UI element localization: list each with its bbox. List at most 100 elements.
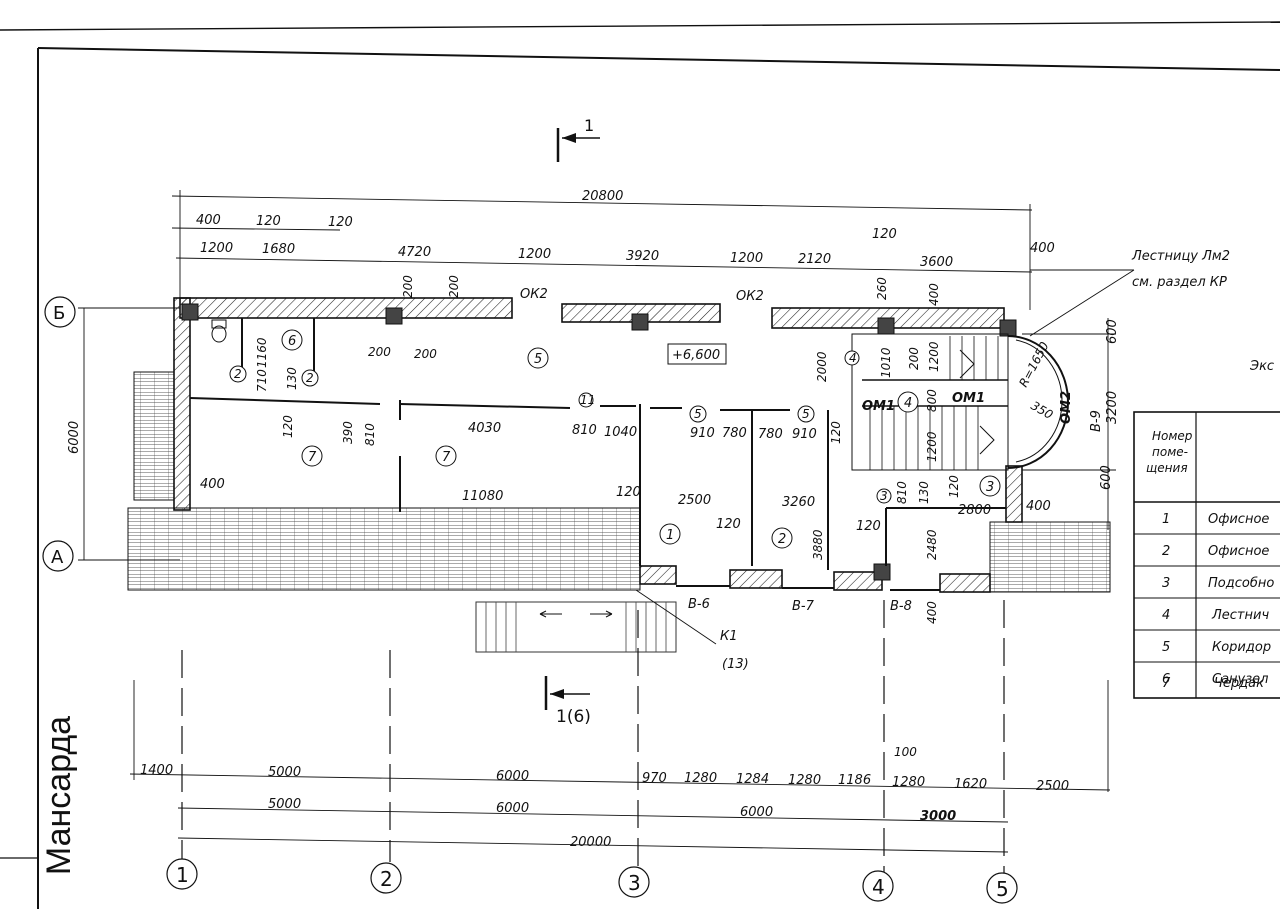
dim-top2-2: 4720 [398, 245, 431, 260]
room-table-header-2: поме- [1152, 445, 1188, 459]
section-mark-top: 1 [556, 116, 600, 162]
dim-int-36: 120 [947, 475, 961, 498]
dim-int-17: 120 [829, 421, 843, 444]
room-label-5b: 5 [694, 407, 702, 421]
dim-int-38: 2480 [925, 529, 939, 560]
dim-bot1-6: 1280 [788, 773, 821, 788]
dim-bot1-9: 1280 [892, 775, 925, 790]
dim-int-28: 120 [616, 485, 641, 500]
dim-int-20: 260 [875, 277, 889, 300]
om1-right: ОМ1 [952, 391, 985, 406]
grid-axes [181, 600, 1005, 874]
dim-int-12: 1040 [604, 425, 637, 440]
staircase [851, 333, 1069, 471]
dim-bot2-1: 6000 [496, 801, 529, 816]
columns [181, 303, 1017, 581]
room-label-2: 2 [778, 532, 786, 547]
dim-int-34: 810 [895, 481, 909, 504]
room-table-name-6: Санузел [1212, 672, 1268, 687]
room-bubbles [229, 329, 1001, 549]
room-table-num-3: 3 [1162, 576, 1170, 591]
room-table-num-6: 6 [1162, 672, 1170, 687]
partial-heading: Экс [1249, 359, 1274, 374]
om2: ОМ2 [1059, 391, 1074, 424]
room-table-header-3: щения [1146, 461, 1188, 475]
dim-bot1-3: 970 [642, 771, 667, 786]
dim-bot2-3: 3000 [920, 809, 956, 824]
axis-label-b: Б [53, 303, 65, 324]
dim-int-9: 810 [363, 423, 377, 446]
window-v8: В-8 [890, 599, 912, 614]
toilet-icon [211, 319, 227, 343]
dim-top1-1: 120 [256, 214, 281, 229]
dim-top1-2: 120 [328, 215, 353, 230]
dim-int-23: 1200 [927, 341, 941, 372]
room-table-name-5: Коридор [1212, 640, 1271, 655]
room-table-name-2: Офисное [1208, 544, 1269, 559]
room-label-2b: 2 [306, 371, 314, 385]
dim-int-13: 910 [690, 426, 715, 441]
dim-int-14: 780 [722, 426, 747, 441]
room-table-row-7: 7 Чердак [1134, 668, 1280, 696]
dim-top2-5: 1200 [730, 251, 763, 266]
dim-top2-1: 1680 [262, 242, 295, 257]
exterior-walls [173, 297, 1023, 593]
axis-label-a: А [51, 547, 64, 568]
window-v6: В-6 [688, 597, 710, 612]
dim-right-h0: 600 [1105, 319, 1120, 344]
section-mark-bottom: 1(6) [544, 676, 591, 727]
dim-int-29: 2500 [678, 493, 711, 508]
dim-bot-total: 20000 [570, 835, 611, 850]
dim-bot1-10: 1620 [954, 777, 987, 792]
room-label-7b: 7 [442, 450, 451, 465]
dim-int-3: 200 [414, 347, 437, 361]
dim-int-5: 710 [255, 369, 269, 392]
room-label-5a: 5 [534, 352, 542, 367]
room-label-1: 1 [666, 528, 674, 543]
dim-top2-3: 1200 [518, 247, 551, 262]
dim-bot2-2: 6000 [740, 805, 773, 820]
room-table-num-2: 2 [1162, 544, 1170, 559]
dim-int-2: 200 [368, 345, 391, 359]
dim-int-30: 3260 [782, 495, 815, 510]
window-v9: В-9 [1089, 410, 1104, 432]
room-label-11: 11 [580, 393, 595, 407]
dim-bot1-5: 1284 [736, 772, 769, 787]
dim-int-37: 2800 [958, 503, 991, 518]
room-table-num-4: 4 [1162, 608, 1170, 623]
k1-label: К1 [720, 629, 738, 644]
dim-left-height: 6000 [67, 421, 82, 454]
dim-int-21: 400 [927, 283, 941, 306]
dim-int-7: 120 [281, 415, 295, 438]
dim-top2-0: 1200 [200, 241, 233, 256]
dim-int-25: 1200 [925, 431, 939, 462]
axis-label-5: 5 [996, 877, 1009, 901]
dim-top2-7: 3600 [920, 255, 953, 270]
room-label-5c: 5 [802, 407, 810, 421]
dim-int-4: 1160 [255, 337, 269, 368]
window-v7: В-7 [792, 599, 815, 614]
sheet-title-text: Мансарда [40, 715, 79, 875]
room-table [1133, 411, 1280, 699]
dim-int-16: 910 [792, 427, 817, 442]
room-label-3b: 3 [880, 489, 888, 503]
k1-sub: (13) [722, 657, 749, 672]
room-label-6: 6 [288, 334, 296, 349]
dim-top1-0: 400 [196, 213, 221, 228]
room-label-4b: 4 [849, 351, 857, 365]
room-label-3: 3 [986, 480, 994, 495]
roof-zone [127, 371, 1111, 653]
room-table-num-7-label: 7 [1162, 676, 1171, 691]
axis-label-1: 1 [176, 863, 189, 887]
room-table-header-1: Номер [1152, 429, 1193, 443]
dim-int-24: 800 [925, 389, 939, 412]
sheet-frame [0, 21, 1280, 909]
dim-top2-4: 3920 [626, 249, 659, 264]
section-mark-bottom-label: 1(6) [556, 707, 591, 727]
dimension-lines [78, 190, 1135, 853]
dim-top1-4: 400 [1030, 241, 1055, 256]
room-table-name-3: Подсобно [1208, 576, 1274, 591]
dim-int-8: 390 [341, 421, 355, 444]
dim-bot1-11: 2500 [1036, 779, 1069, 794]
opening-ok2-2-label: ОК2 [736, 289, 764, 304]
